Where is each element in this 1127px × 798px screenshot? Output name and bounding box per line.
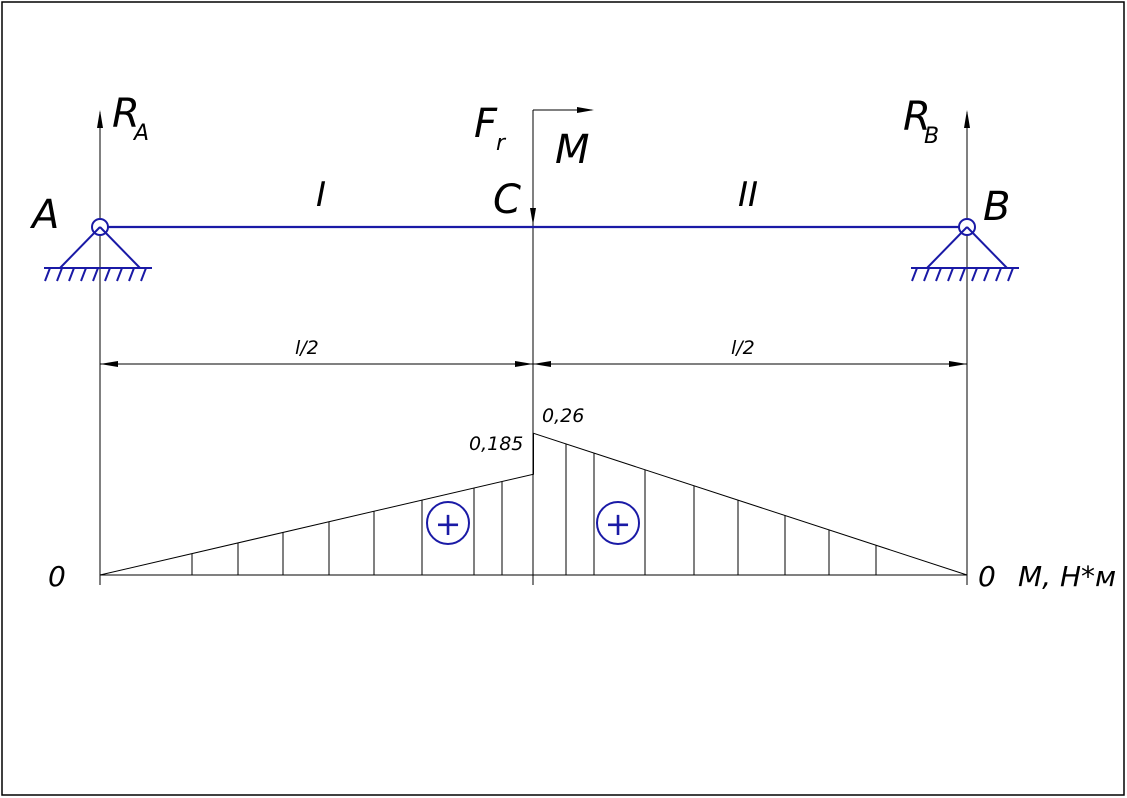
support-b-label: B — [983, 184, 1010, 230]
value-left-at-c: 0,185 — [469, 433, 523, 455]
plus-sign-left-circle — [426, 501, 470, 545]
support-a-label: A — [29, 192, 59, 238]
section-1-label: I — [316, 175, 326, 215]
dimension-line — [100, 361, 967, 367]
force-subscript: r — [496, 131, 507, 156]
section-2-label: II — [738, 175, 758, 215]
reaction-arrow-a — [97, 110, 103, 585]
value-right-at-c: 0,26 — [542, 405, 584, 427]
reaction-b-label: R — [903, 94, 931, 140]
span-right-label: l/2 — [731, 337, 755, 359]
reaction-b-subscript: B — [924, 124, 939, 149]
plus-sign-right-circle — [596, 501, 640, 545]
moment-diagram — [99, 432, 968, 576]
point-c-label: C — [493, 177, 521, 223]
force-label: F — [474, 101, 498, 147]
diagram-unit: M, H*м — [1018, 560, 1116, 593]
sign-left: + — [435, 505, 462, 543]
span-left-label: l/2 — [295, 337, 319, 359]
moment-arrow — [533, 107, 594, 113]
reaction-a-label: R — [112, 91, 140, 137]
force-arrow-c — [530, 110, 536, 585]
diagram-right-zero: 0 — [978, 560, 996, 593]
support-b-pin — [911, 218, 1019, 282]
moment-label: M — [555, 127, 590, 173]
sign-right: + — [605, 505, 632, 543]
reaction-a-subscript: A — [132, 121, 149, 146]
support-a-pin — [44, 218, 152, 282]
moment-curve — [99, 432, 968, 576]
diagram-left-zero: 0 — [48, 560, 66, 593]
reaction-arrow-b — [964, 110, 970, 585]
